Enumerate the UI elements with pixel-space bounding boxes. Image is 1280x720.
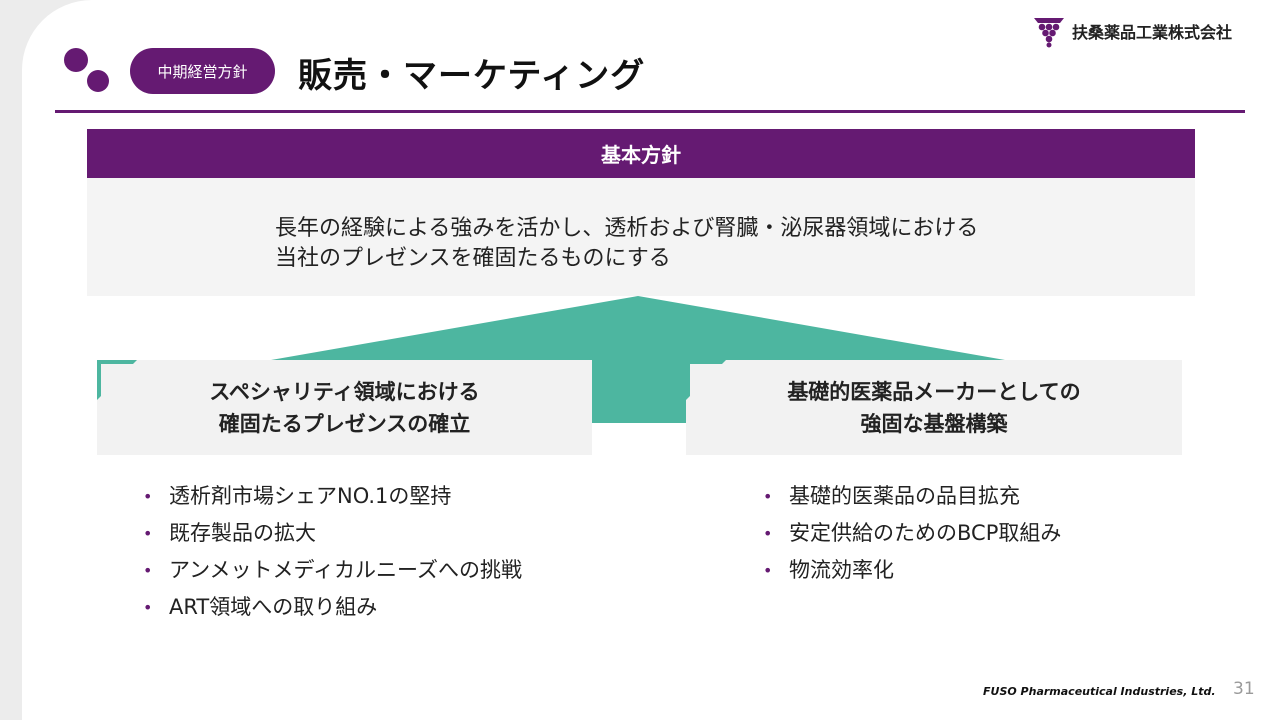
corner-notch-icon: [97, 360, 137, 400]
pillar-specialty-title-1: スペシャリティ領域における: [209, 379, 480, 404]
list-item: •透析剤市場シェアNO.1の堅持: [143, 478, 522, 515]
company-logo: 扶桑薬品工業株式会社: [1032, 14, 1232, 48]
bullet-icon: •: [143, 487, 153, 506]
list-item: •物流効率化: [763, 552, 1061, 589]
grape-logo-icon: [1034, 18, 1064, 48]
policy-heading: 基本方針: [87, 129, 1195, 178]
pillar-specialty: スペシャリティ領域における 確固たるプレゼンスの確立: [97, 360, 592, 455]
page-title: 販売・マーケティング: [298, 56, 646, 96]
company-name: 扶桑薬品工業株式会社: [1072, 23, 1233, 42]
corner-notch-icon: [686, 360, 726, 400]
pillar-basic-title-2: 強固な基盤構築: [860, 411, 1008, 436]
header-divider: [55, 110, 1245, 113]
bullet-icon: •: [763, 487, 773, 506]
page-number: 31: [1233, 679, 1255, 699]
policy-line-2: 当社のプレゼンスを確固たるものにする: [275, 246, 671, 271]
basic-list: •基礎的医薬品の品目拡充 •安定供給のためのBCP取組み •物流効率化: [763, 478, 1061, 589]
bullet-icon: •: [143, 524, 153, 543]
specialty-list: •透析剤市場シェアNO.1の堅持 •既存製品の拡大 •アンメットメディカルニーズ…: [143, 478, 522, 626]
section-tag: 中期経営方針: [130, 48, 275, 94]
decor-dot-2: [87, 70, 109, 92]
pillar-specialty-title-2: 確固たるプレゼンスの確立: [218, 411, 471, 436]
list-item: •基礎的医薬品の品目拡充: [763, 478, 1061, 515]
bullet-icon: •: [143, 598, 153, 617]
pillar-basic-title-1: 基礎的医薬品メーカーとしての: [787, 379, 1081, 404]
list-item: •アンメットメディカルニーズへの挑戦: [143, 552, 522, 589]
list-item: •ART領域への取り組み: [143, 589, 522, 626]
bullet-icon: •: [143, 561, 153, 580]
policy-line-1: 長年の経験による強みを活かし、透析および腎臓・泌尿器領域における: [275, 216, 979, 241]
pillar-basic: 基礎的医薬品メーカーとしての 強固な基盤構築: [686, 360, 1182, 455]
policy-panel: 長年の経験による強みを活かし、透析および腎臓・泌尿器領域における 当社のプレゼン…: [87, 178, 1195, 296]
decor-dot-1: [64, 48, 88, 72]
list-item: •安定供給のためのBCP取組み: [763, 515, 1061, 552]
list-item: •既存製品の拡大: [143, 515, 522, 552]
footer-company: FUSO Pharmaceutical Industries, Ltd.: [983, 685, 1216, 698]
bullet-icon: •: [763, 524, 773, 543]
bullet-icon: •: [763, 561, 773, 580]
